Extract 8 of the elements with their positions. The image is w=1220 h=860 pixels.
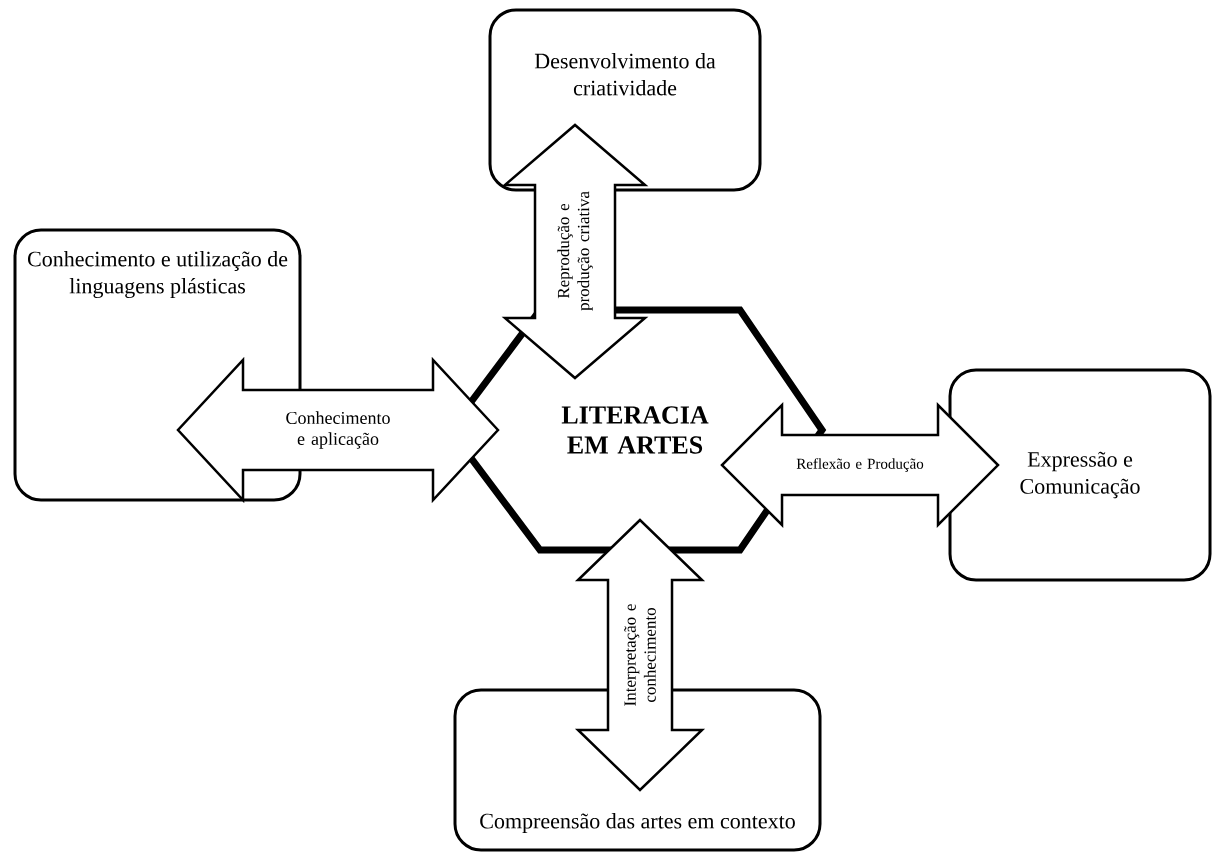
block-arrow — [176, 356, 500, 504]
edge-label: Reprodução e produção criativa — [557, 191, 593, 311]
rounded-box: Desenvolvimento da criatividade — [488, 8, 762, 192]
block-arrow — [501, 123, 649, 380]
rounded-box: Expressão e Comunicação — [948, 368, 1212, 582]
edge-label: Reflexão e Produção — [796, 458, 924, 472]
block-arrow — [574, 518, 706, 792]
block-arrow — [720, 402, 1000, 529]
